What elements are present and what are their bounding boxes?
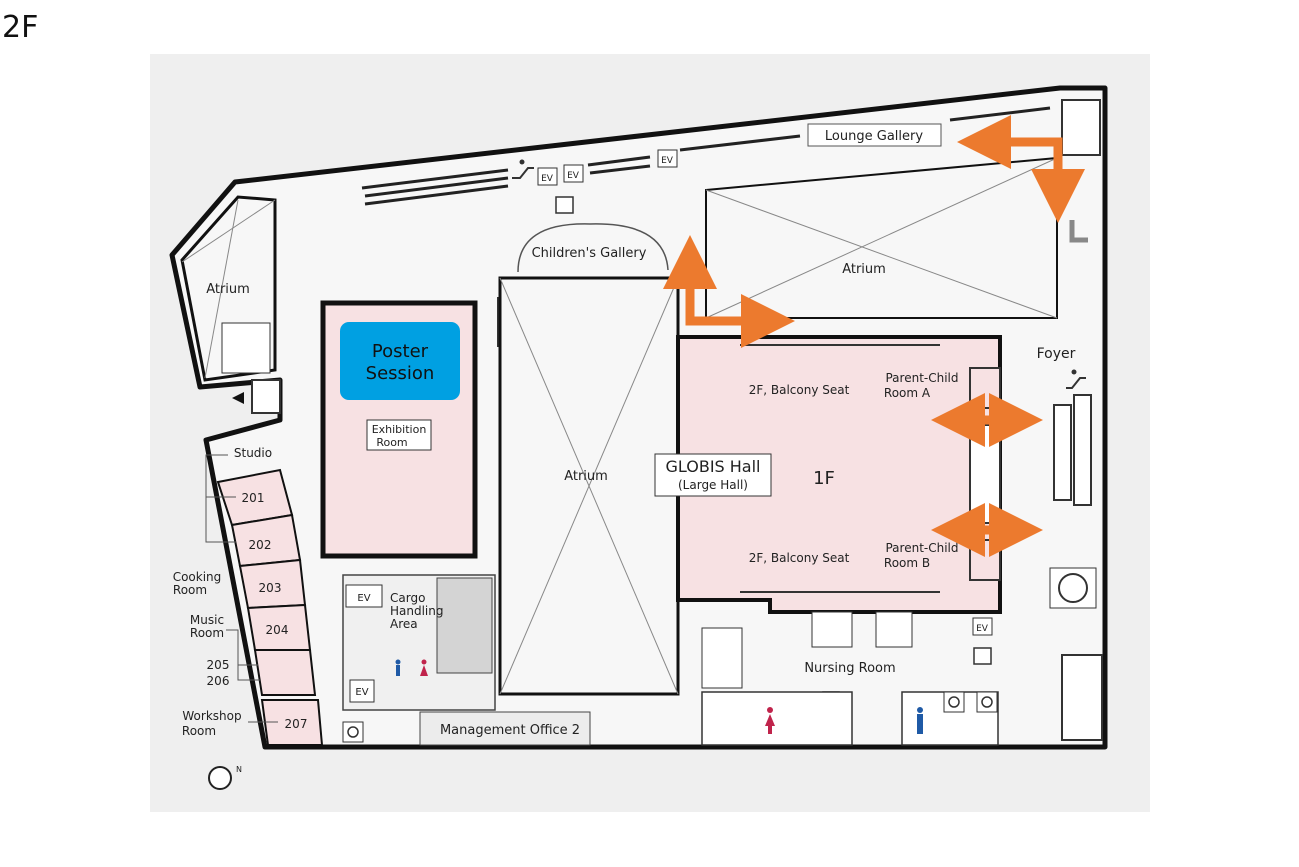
- globis-hall: GLOBIS Hall (Large Hall) 1F 2F, Balcony …: [654, 335, 1002, 614]
- svg-text:Exhibition: Exhibition: [372, 423, 427, 436]
- atrium-east: Atrium: [705, 156, 1058, 319]
- svg-text:EV: EV: [357, 593, 370, 604]
- accessible-restroom-icon: [943, 691, 965, 713]
- side-labels: Studio Cooking Room Music Room Workshop …: [173, 446, 272, 738]
- svg-text:EV: EV: [567, 171, 580, 181]
- svg-text:202: 202: [249, 538, 272, 552]
- childrens-gallery: Children's Gallery: [517, 223, 669, 273]
- elevator-icon: EV: [972, 617, 993, 636]
- svg-text:Children's Gallery: Children's Gallery: [532, 246, 647, 261]
- svg-text:Room A: Room A: [884, 386, 931, 400]
- svg-text:N: N: [236, 765, 242, 774]
- floor-label: 2F: [2, 10, 39, 45]
- svg-text:1F: 1F: [813, 468, 835, 489]
- studio-leader-lines: [205, 454, 278, 723]
- elevator-icon: [973, 647, 992, 665]
- svg-text:Room B: Room B: [884, 556, 930, 570]
- wall-bracket: [1069, 220, 1088, 243]
- elevator-icon: EV: [657, 149, 678, 168]
- svg-text:Handling: Handling: [390, 604, 444, 618]
- restroom-female-icon: [420, 659, 428, 676]
- svg-text:2F, Balcony Seat: 2F, Balcony Seat: [749, 551, 850, 565]
- stair-core-east: [1061, 99, 1103, 741]
- atrium-central: Atrium: [498, 276, 680, 696]
- svg-text:Atrium: Atrium: [564, 469, 608, 484]
- svg-text:Studio: Studio: [234, 446, 272, 460]
- restroom-male-icon: [917, 707, 923, 734]
- svg-text:Cargo: Cargo: [390, 591, 425, 605]
- svg-text:Parent-Child: Parent-Child: [885, 541, 958, 555]
- foyer-label: Foyer: [1037, 346, 1076, 362]
- nursing-room-label: Nursing Room: [804, 661, 895, 676]
- restroom-female-icon: [765, 707, 775, 734]
- svg-text:206: 206: [207, 674, 230, 688]
- cargo-handling-area: Cargo Handling Area EV EV: [342, 574, 496, 711]
- elevator-icon: [555, 196, 574, 214]
- parent-child-room-a: Parent-Child Room A: [884, 367, 1001, 409]
- stairs-south: [701, 611, 913, 689]
- route-arrows: [663, 115, 1085, 557]
- svg-text:Lounge Gallery: Lounge Gallery: [825, 129, 923, 144]
- svg-text:GLOBIS Hall: GLOBIS Hall: [666, 457, 761, 476]
- management-office: Management Office 2: [419, 711, 591, 746]
- studio-room-column: [216, 468, 324, 746]
- svg-text:2F, Balcony Seat: 2F, Balcony Seat: [749, 383, 850, 397]
- svg-text:207: 207: [285, 717, 308, 731]
- poster-session[interactable]: Poster Session: [340, 322, 460, 400]
- svg-text:Session: Session: [366, 363, 435, 384]
- svg-text:EV: EV: [661, 156, 674, 166]
- svg-text:201: 201: [242, 491, 265, 505]
- escalator-icon: [512, 159, 534, 179]
- spiral-stair: [1049, 567, 1097, 609]
- svg-text:Room: Room: [190, 626, 224, 640]
- svg-text:Parent-Child: Parent-Child: [885, 371, 958, 385]
- svg-text:EV: EV: [541, 174, 554, 184]
- svg-text:Atrium: Atrium: [842, 262, 886, 277]
- svg-text:Management Office 2: Management Office 2: [440, 723, 580, 738]
- svg-text:Room: Room: [376, 436, 407, 449]
- svg-text:EV: EV: [355, 687, 368, 698]
- svg-text:EV: EV: [976, 624, 989, 634]
- escalator-icon: [1066, 369, 1086, 389]
- compass-icon: N: [208, 765, 242, 790]
- elevator-icon: EV: [563, 164, 584, 183]
- svg-text:204: 204: [266, 623, 289, 637]
- svg-text:Room: Room: [173, 583, 207, 597]
- svg-text:Workshop: Workshop: [182, 709, 241, 723]
- direction-arrow-icon: [232, 392, 244, 404]
- svg-text:(Large Hall): (Large Hall): [678, 478, 748, 492]
- svg-text:Cooking: Cooking: [173, 570, 222, 584]
- svg-text:205: 205: [207, 658, 230, 672]
- accessible-restroom-icon: [342, 721, 364, 743]
- escalator-foyer: [1053, 394, 1092, 506]
- svg-text:Atrium: Atrium: [206, 282, 250, 297]
- restroom-male-icon: [395, 659, 401, 676]
- svg-text:Room: Room: [182, 724, 216, 738]
- lounge-gallery: Lounge Gallery: [807, 123, 942, 147]
- elevator-icon: EV: [537, 167, 558, 186]
- studio-room-labels: 201 202 203 204 205 206 207: [207, 491, 308, 731]
- side-corridor-rooms: [969, 424, 1001, 524]
- svg-text:Poster: Poster: [372, 341, 429, 362]
- svg-text:Music: Music: [190, 613, 224, 627]
- svg-text:Area: Area: [390, 617, 418, 631]
- svg-text:203: 203: [259, 581, 282, 595]
- atrium-northwest: Atrium: [180, 195, 281, 414]
- restroom-area-bottom: [701, 691, 999, 746]
- accessible-restroom-icon: [976, 691, 998, 713]
